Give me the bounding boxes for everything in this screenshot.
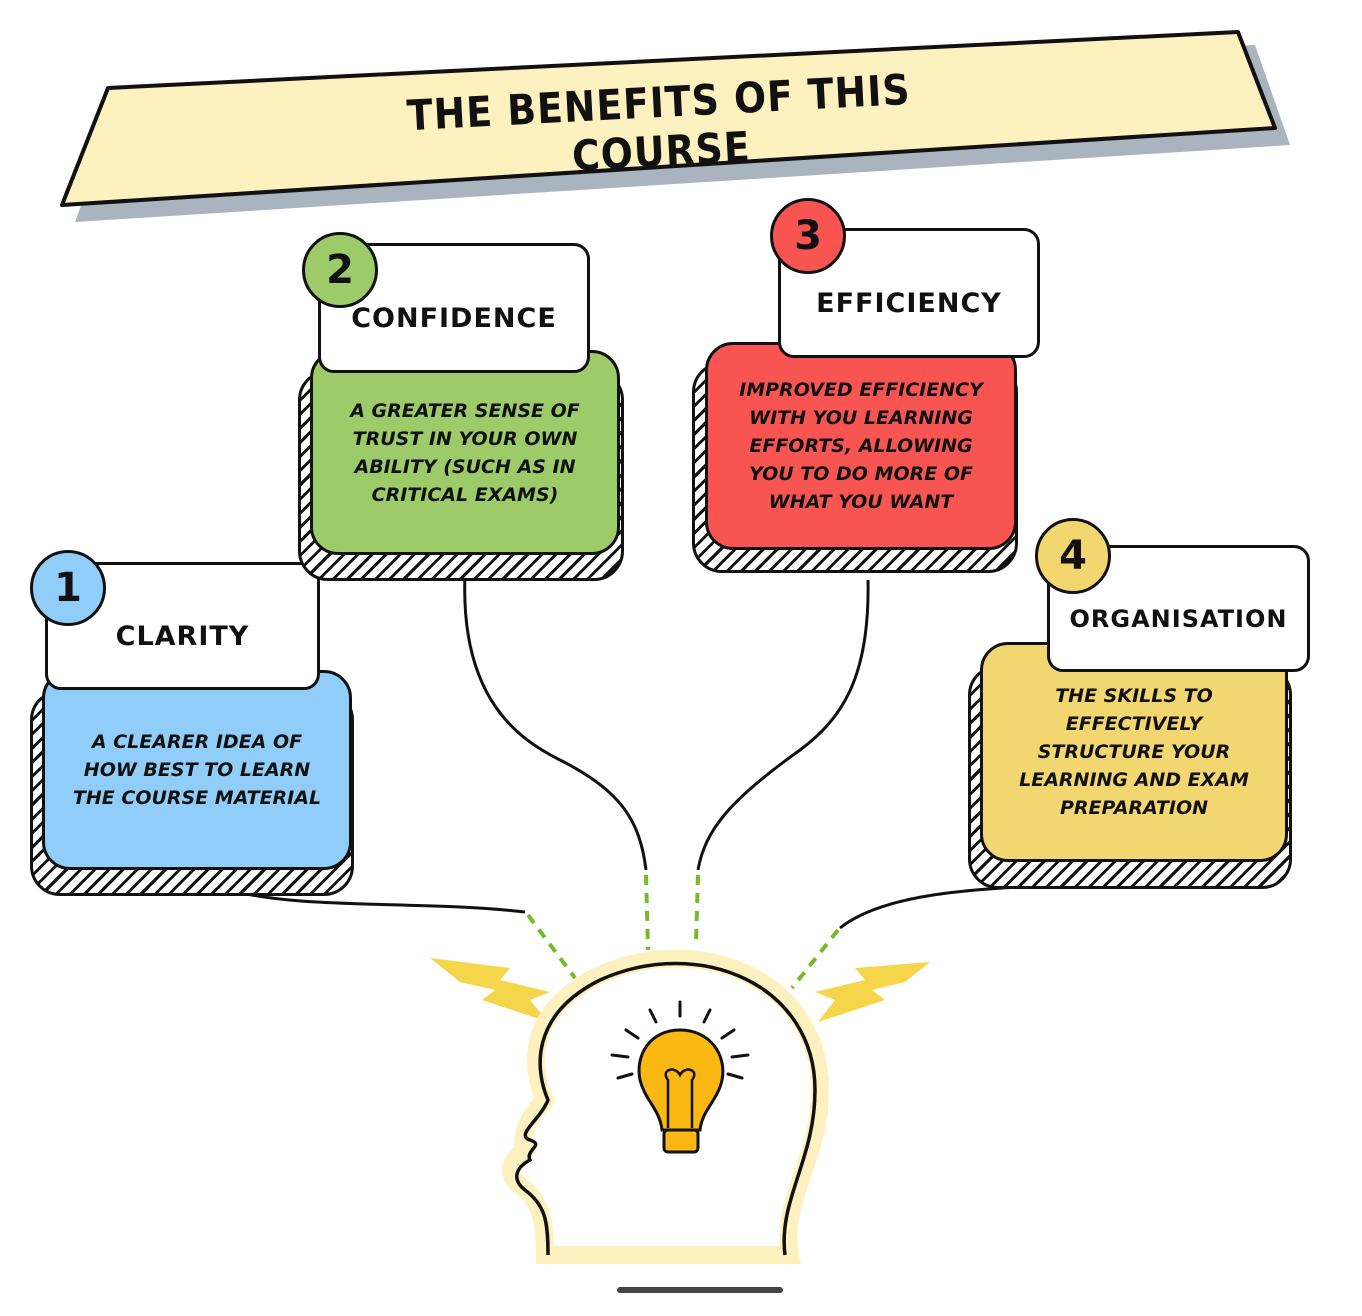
dashed-signals <box>526 874 840 990</box>
head-glow <box>502 949 830 1264</box>
benefit-number-badge: 3 <box>770 198 846 274</box>
benefit-description-efficiency: Improved efficiency with you learning ef… <box>705 342 1017 550</box>
benefit-number-badge: 2 <box>302 232 378 308</box>
benefit-number-badge: 1 <box>30 550 106 626</box>
lightning-right-icon <box>815 962 930 1022</box>
benefit-description-clarity: A clearer idea of how best to learn the … <box>42 670 352 870</box>
lightbulb-icon <box>610 1000 750 1154</box>
lightning-left-icon <box>430 958 550 1022</box>
benefit-description-organisation: The skills to effectively structure your… <box>980 642 1288 862</box>
benefit-number-badge: 4 <box>1035 518 1111 594</box>
head-outline <box>515 961 817 1256</box>
benefit-heading-clarity: Clarity <box>45 562 320 690</box>
benefit-description-confidence: A greater sense of trust in your own abi… <box>310 350 620 555</box>
title-banner <box>60 30 1277 207</box>
